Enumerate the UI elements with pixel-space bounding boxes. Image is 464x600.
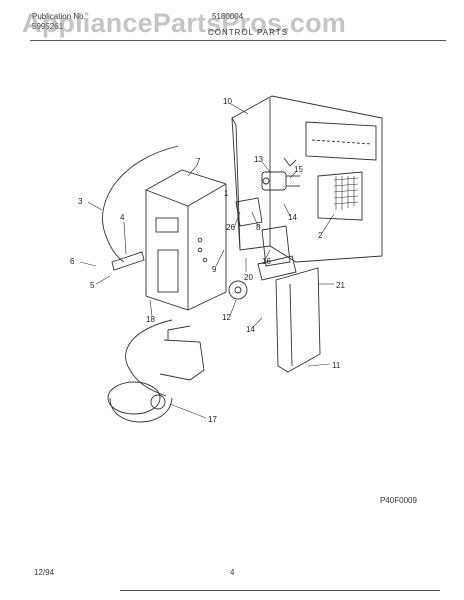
callout-label: 20	[244, 273, 253, 282]
wire-harness	[102, 145, 179, 263]
callout-label: 7	[196, 157, 201, 166]
callout-labels: 10 7 13 15 3 4 14 2 26 8 6 9 20 16 5 18 …	[70, 97, 345, 424]
leader-lines	[79, 103, 335, 419]
knob-part	[228, 280, 248, 300]
control-panel-housing	[231, 95, 383, 263]
bracket-part	[235, 197, 297, 281]
callout-label: 8	[256, 223, 261, 232]
callout-label: 2	[318, 231, 323, 240]
header-rule	[30, 40, 446, 41]
callout-label: 17	[208, 415, 217, 424]
footer-date: 12/94	[34, 568, 55, 577]
callout-label: 26	[226, 223, 235, 232]
watermark: AppliancePartsPros.com	[22, 8, 347, 38]
callout-label: 1	[224, 189, 229, 198]
callout-label: 12	[222, 313, 231, 322]
callout-label: 13	[254, 155, 263, 164]
callout-label: 5	[90, 281, 95, 290]
cover-plate-part	[275, 267, 321, 373]
callout-label: 18	[146, 315, 155, 324]
page-title: CONTROL PARTS	[208, 28, 288, 37]
grille-part	[317, 171, 363, 221]
callout-label: 14	[288, 213, 297, 222]
control-box-part	[145, 169, 227, 311]
footer-rule	[120, 590, 440, 591]
callout-label: 9	[212, 265, 217, 274]
page-number: 4	[230, 568, 235, 577]
callout-label: 11	[332, 361, 341, 370]
callout-label: 15	[294, 165, 303, 174]
connector-inset	[107, 319, 205, 423]
callout-label: 10	[223, 97, 232, 106]
callout-label: 21	[336, 281, 345, 290]
callout-label: 14	[246, 325, 255, 334]
publication-label: Publication No.	[32, 12, 86, 21]
callout-label: 3	[78, 197, 83, 206]
terminal-block-part	[111, 251, 145, 271]
callout-label: 16	[262, 257, 271, 266]
figure-code: P40F0009	[380, 496, 417, 505]
callout-label: 6	[70, 257, 75, 266]
callout-label: 4	[120, 213, 125, 222]
publication-number: 5995261	[32, 22, 64, 31]
solenoid-part	[261, 157, 300, 191]
model-number: 5180004	[212, 12, 244, 21]
